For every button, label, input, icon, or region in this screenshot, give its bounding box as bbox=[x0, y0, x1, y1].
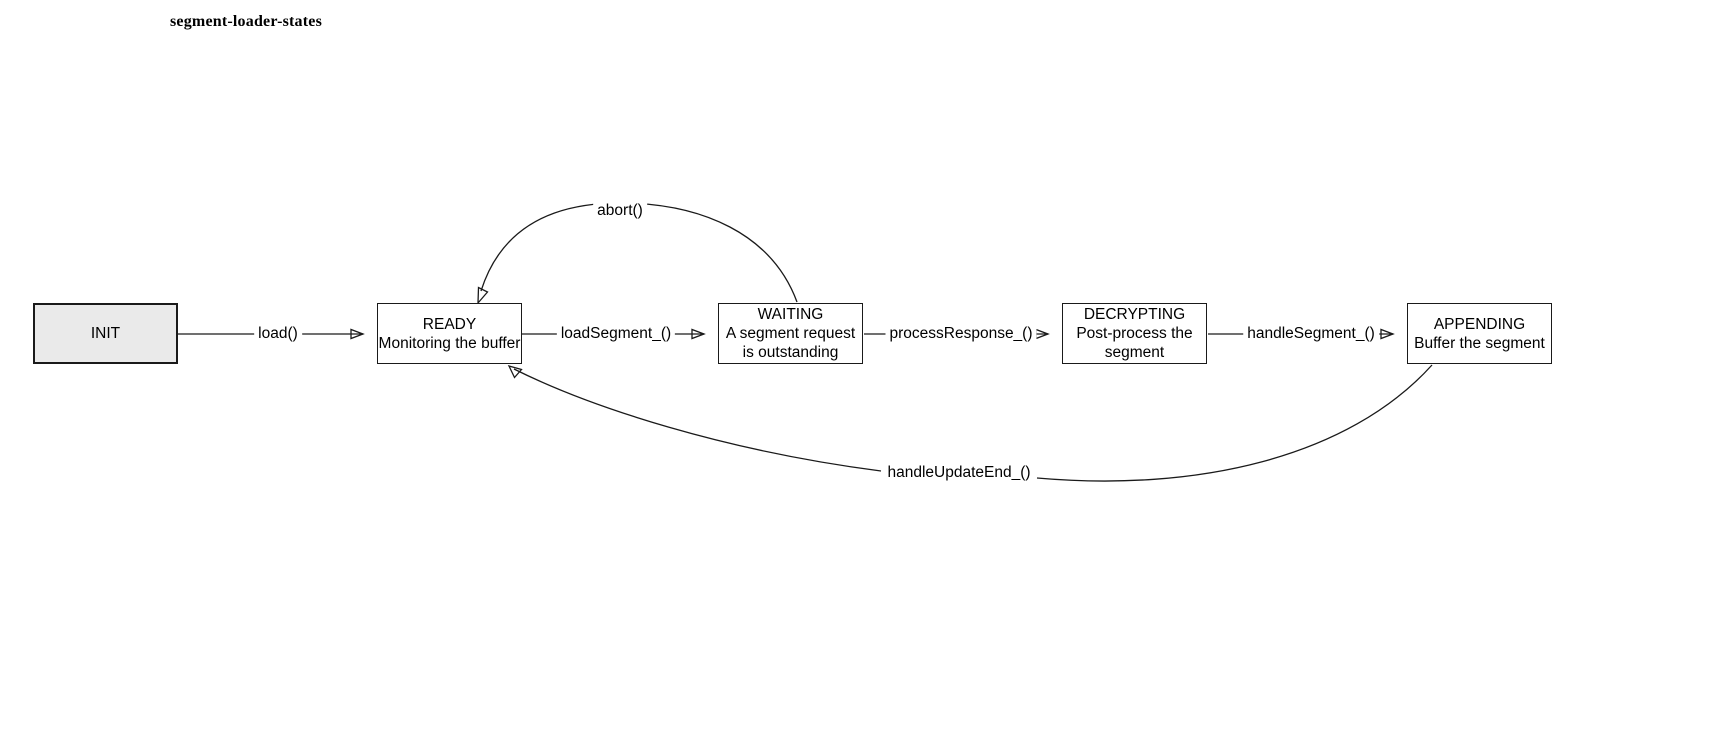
state-node-ready[interactable]: READY Monitoring the buffer bbox=[377, 303, 522, 364]
state-node-decrypting[interactable]: DECRYPTING Post-process the segment bbox=[1062, 303, 1207, 364]
state-node-waiting-line-1: A segment request bbox=[725, 325, 856, 342]
state-node-init-line-0: INIT bbox=[90, 325, 121, 342]
state-node-appending-line-0: APPENDING bbox=[1433, 315, 1526, 333]
state-node-ready-line-1: Monitoring the buffer bbox=[378, 334, 521, 352]
edge-label-handle-update-end: handleUpdateEnd_() bbox=[883, 464, 1035, 482]
edge-label-abort: abort() bbox=[593, 202, 647, 220]
edge-label-load: load() bbox=[254, 325, 302, 343]
state-node-init[interactable]: INIT bbox=[33, 303, 178, 364]
state-node-decrypting-line-2: segment bbox=[1104, 344, 1165, 361]
state-node-appending[interactable]: APPENDING Buffer the segment bbox=[1407, 303, 1552, 364]
state-node-waiting-line-2: is outstanding bbox=[742, 344, 839, 361]
edge-label-process-response: processResponse_() bbox=[885, 325, 1037, 343]
page-title: segment-loader-states bbox=[170, 13, 323, 30]
state-node-appending-line-1: Buffer the segment bbox=[1414, 334, 1545, 352]
state-node-waiting-line-0: WAITING bbox=[757, 306, 824, 323]
state-node-decrypting-line-1: Post-process the bbox=[1076, 325, 1193, 342]
edge-label-handle-segment: handleSegment_() bbox=[1243, 325, 1379, 343]
edge-label-load-segment: loadSegment_() bbox=[556, 325, 676, 343]
state-node-waiting[interactable]: WAITING A segment request is outstanding bbox=[718, 303, 863, 364]
state-node-decrypting-line-0: DECRYPTING bbox=[1083, 306, 1186, 323]
state-node-ready-line-0: READY bbox=[422, 315, 477, 333]
